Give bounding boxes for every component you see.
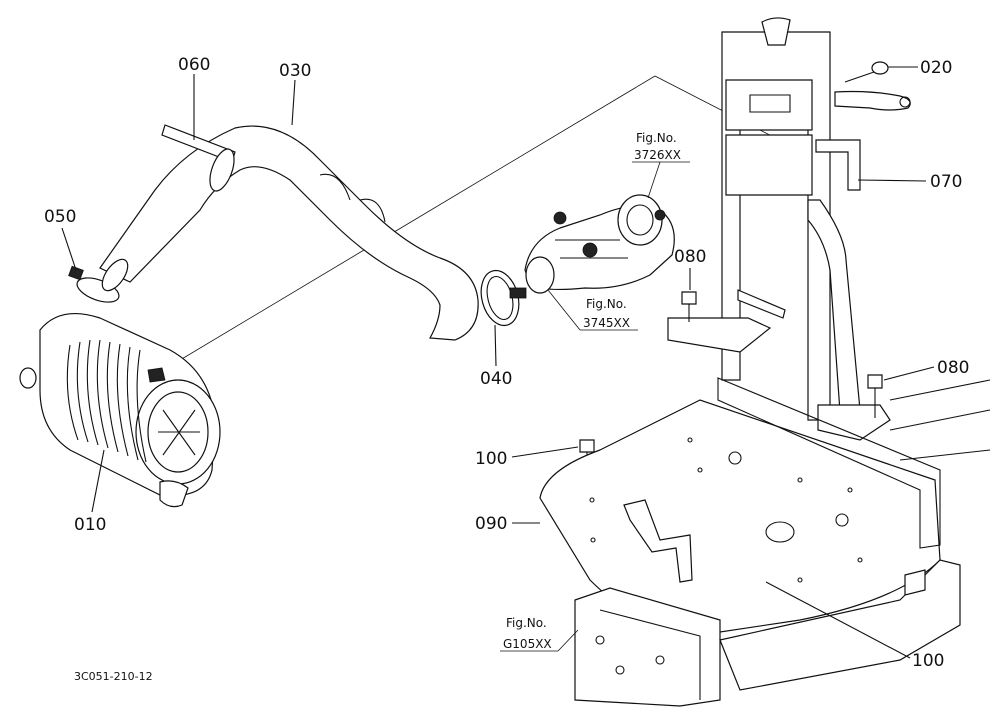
- turbocharger: [524, 194, 675, 294]
- part-number-080-top: 080: [674, 247, 706, 267]
- figure-ref-G105XX: Fig.No. G105XX: [500, 616, 579, 652]
- part-number-050: 050: [44, 207, 76, 227]
- label-090: 090: [475, 514, 540, 534]
- ref-3745xx-number: 3745XX: [583, 316, 630, 330]
- part-number-080-right: 080: [937, 358, 969, 378]
- ref-3726xx-number: 3726XX: [634, 148, 681, 162]
- figure-ref-3745XX: Fig.No. 3745XX: [547, 289, 638, 331]
- intake-hose: [99, 125, 479, 341]
- label-080-right: 080: [883, 358, 969, 381]
- frame-bracket: [667, 17, 911, 441]
- label-100-right: 100: [765, 581, 944, 671]
- label-070: 070: [857, 172, 962, 192]
- ref-g105xx-number: G105XX: [503, 637, 552, 651]
- connector-clamp-040: [480, 269, 527, 327]
- label-040: 040: [480, 324, 512, 389]
- air-cleaner: [19, 312, 221, 508]
- label-010: 010: [74, 449, 106, 535]
- part-number-070: 070: [930, 172, 962, 192]
- ref-g105xx-label: Fig.No.: [506, 616, 547, 630]
- part-number-030: 030: [279, 61, 311, 81]
- label-080-top: 080: [674, 247, 706, 290]
- band-clamp-060: [161, 124, 236, 192]
- bolt-080-left: [681, 291, 697, 322]
- part-number-010: 010: [74, 515, 106, 535]
- part-number-060: 060: [178, 55, 210, 75]
- label-100-left: 100: [475, 446, 579, 469]
- screw-020: [844, 61, 889, 83]
- label-020: 020: [888, 58, 952, 78]
- part-number-100-left: 100: [475, 449, 507, 469]
- figure-ref-3726XX: Fig.No. 3726XX: [632, 131, 690, 199]
- ref-3726xx-label: Fig.No.: [636, 131, 677, 145]
- air-cleaner-ribs: [66, 339, 147, 463]
- bolt-080-right: [867, 374, 883, 418]
- part-number-090: 090: [475, 514, 507, 534]
- part-number-020: 020: [920, 58, 952, 78]
- part-number-100-right: 100: [912, 651, 944, 671]
- ref-3745xx-label: Fig.No.: [586, 297, 627, 311]
- label-050: 050: [44, 207, 77, 271]
- label-030: 030: [279, 61, 311, 126]
- part-number-040: 040: [480, 369, 512, 389]
- drawing-code: 3C051-210-12: [74, 670, 153, 683]
- chassis-frame: [574, 379, 991, 707]
- label-060: 060: [178, 55, 210, 140]
- base-plate: [539, 377, 941, 636]
